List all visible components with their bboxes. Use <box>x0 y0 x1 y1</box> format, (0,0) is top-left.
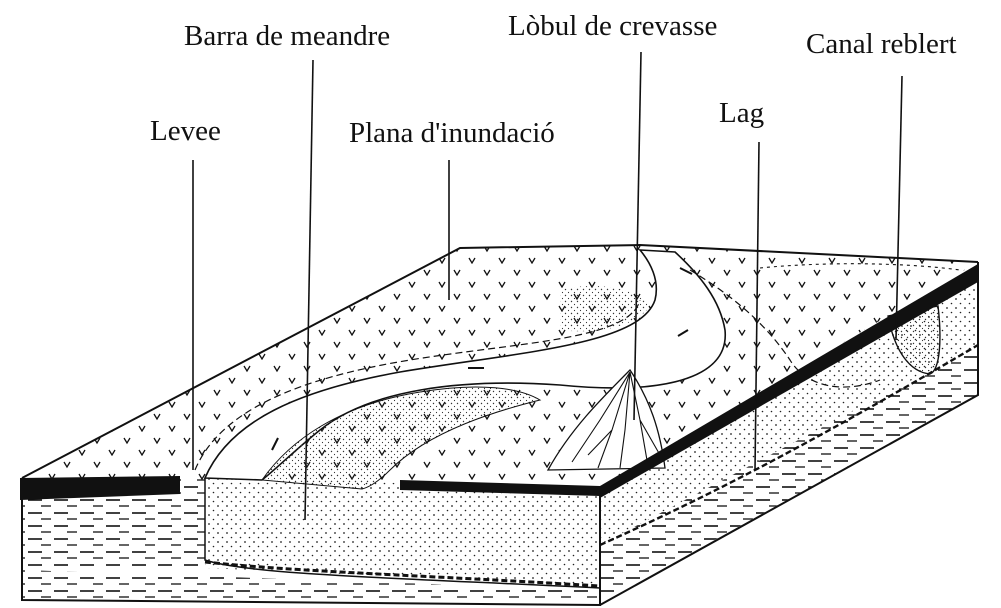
label-levee: Levee <box>150 117 221 146</box>
label-lobul-de-crevasse: Lòbul de crevasse <box>508 12 717 41</box>
label-barra-de-meandre: Barra de meandre <box>184 22 390 51</box>
label-lag: Lag <box>719 99 764 128</box>
label-plana-d-inundacio: Plana d'inundació <box>349 119 555 148</box>
label-canal-reblert: Canal reblert <box>806 30 957 59</box>
